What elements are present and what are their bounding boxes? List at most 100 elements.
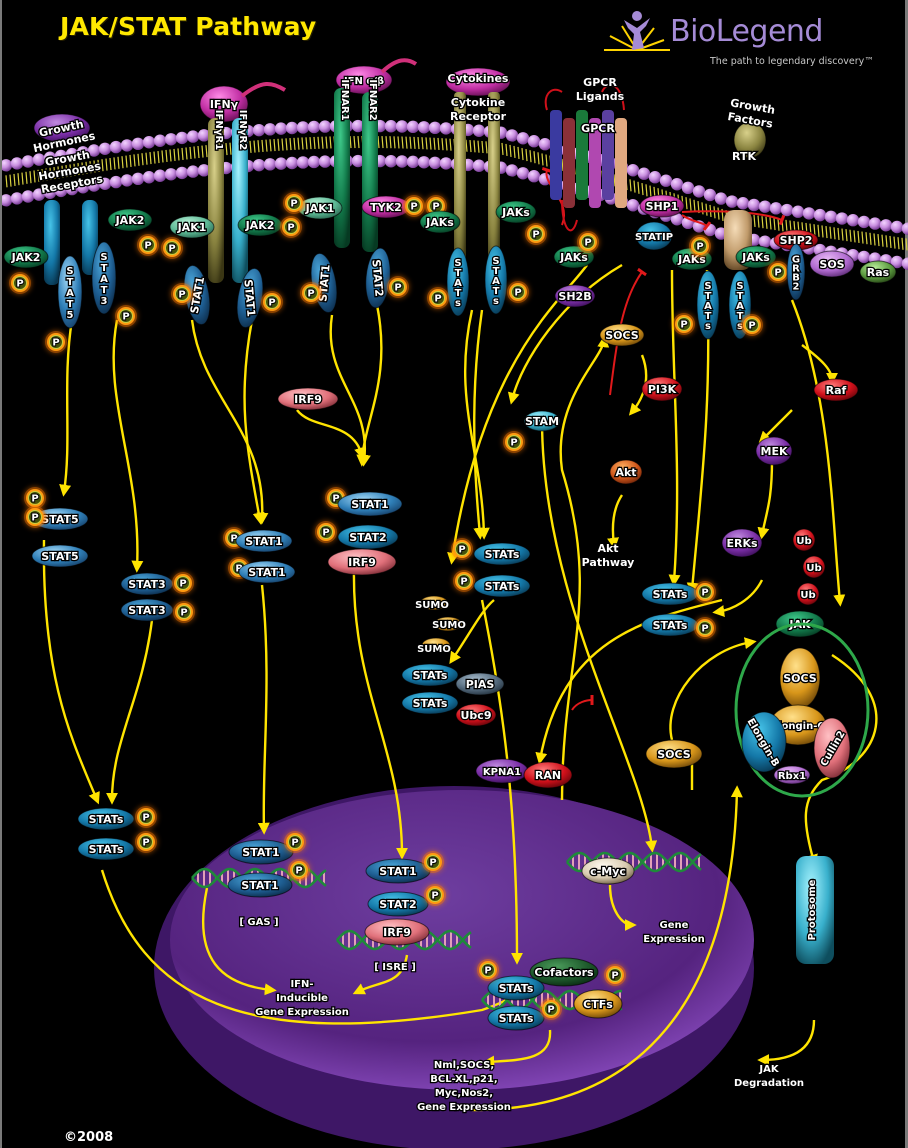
phosphate-label: P <box>696 242 703 253</box>
phosphate-group: P <box>283 192 305 214</box>
stats-right-2[interactable]: STATs <box>641 613 699 637</box>
ub-3[interactable]: Ub <box>796 582 820 606</box>
kpna1[interactable]: KPNA1 <box>475 758 529 784</box>
ub-2[interactable]: Ub <box>802 555 826 579</box>
stat1-dimer-1[interactable]: STAT1 <box>235 529 293 553</box>
stat3-dimer-1[interactable]: STAT3 <box>120 572 174 596</box>
mek[interactable]: MEK <box>755 436 793 466</box>
ctfs[interactable]: CTFs <box>573 989 623 1019</box>
cytokines-ligand[interactable] <box>445 67 511 97</box>
ifn-gamma-ligand[interactable]: IFNγ <box>199 85 249 123</box>
pi3k[interactable]: PI3K <box>641 376 683 402</box>
akt[interactable]: Akt <box>609 459 643 485</box>
stat3-dimer-2[interactable]: STAT3 <box>120 598 174 622</box>
jak2-b[interactable]: JAK2 <box>107 208 153 232</box>
socs-b-label: SOCS <box>657 748 691 761</box>
sumo-1[interactable] <box>419 595 449 611</box>
growth-hormone-ligand[interactable] <box>33 113 91 143</box>
stats-a-vertical[interactable]: STATs <box>446 247 470 317</box>
pias[interactable]: PIAS <box>455 672 505 696</box>
membrane-lipid-bead <box>747 198 761 212</box>
membrane-lipid-bead <box>758 200 772 213</box>
protosome-label: Protosome <box>806 878 820 942</box>
n-stat1-c[interactable]: STAT1 <box>365 858 431 884</box>
raf[interactable]: Raf <box>813 378 859 402</box>
stat1-dimer-2[interactable]: STAT1 <box>238 560 296 584</box>
ubc9[interactable]: Ubc9 <box>455 703 497 727</box>
c-myc[interactable]: c-Myc <box>581 857 635 885</box>
stat2-a[interactable]: STAT2 <box>363 247 392 309</box>
activation-arrow <box>559 335 610 801</box>
rbx1-label: Rbx1 <box>778 771 806 782</box>
shp2[interactable]: SHP2 <box>773 229 819 251</box>
sumo-3[interactable] <box>421 637 451 653</box>
statip[interactable]: STATIP <box>634 221 674 251</box>
socs-complex[interactable]: SOCS <box>779 647 821 709</box>
growth-factor-ligand[interactable] <box>733 121 767 159</box>
stats-dimer-1-label: STATs <box>485 548 520 561</box>
irf9-a[interactable]: IRF9 <box>277 387 339 411</box>
sos[interactable]: SOS <box>809 250 855 278</box>
ras[interactable]: Ras <box>859 260 897 284</box>
stats-right-1[interactable]: STATs <box>641 582 699 606</box>
ub-1[interactable]: Ub <box>792 528 816 552</box>
stats-left-1[interactable]: STATs <box>77 807 135 831</box>
ifn-ab-ligand[interactable]: IFN α/β <box>335 65 393 95</box>
shp1[interactable]: SHP1 <box>639 194 685 218</box>
sh2b[interactable]: SH2B <box>554 284 596 308</box>
elongin-b[interactable]: Elongin-B <box>741 711 787 773</box>
stats-sumo-2[interactable]: STATs <box>401 691 459 715</box>
sumo-2[interactable] <box>433 616 463 632</box>
socs-b[interactable]: SOCS <box>645 739 703 769</box>
stat3-vertical[interactable]: STAT3 <box>91 241 117 315</box>
jaks-a[interactable]: JAKs <box>419 210 461 234</box>
stats-c-vertical[interactable]: STATs <box>696 270 720 340</box>
cullin2[interactable]: Cullin2 <box>813 717 851 779</box>
jak2-a[interactable]: JAK2 <box>3 245 49 269</box>
rbx1[interactable]: Rbx1 <box>773 765 811 785</box>
jak-ubiquitinated[interactable]: JAK <box>775 610 825 638</box>
stats-sumo-2-label: STATs <box>413 697 448 710</box>
phosphate-label: P <box>429 858 436 869</box>
stat3-vertical-label: T <box>101 263 108 274</box>
membrane-lipid-bead <box>846 214 860 227</box>
tyk2-label: TYK2 <box>370 201 402 214</box>
stat5-dimer-1[interactable]: STAT5 <box>31 507 89 531</box>
socs-a[interactable]: SOCS <box>599 323 645 347</box>
stat5-vertical-label: 5 <box>67 310 74 321</box>
ifn-gamma-tail <box>240 82 287 98</box>
stat5-dimer-2[interactable]: STAT5 <box>31 544 89 568</box>
stats-b-vertical[interactable]: STATs <box>484 245 508 315</box>
stat5-vertical[interactable]: STAT5 <box>57 255 83 329</box>
jaks-b[interactable]: JAKs <box>495 200 537 224</box>
membrane-lipid-bead <box>417 156 431 169</box>
stat5-vertical-label: T <box>67 277 74 288</box>
n-stats-a[interactable]: STATs <box>487 975 545 1001</box>
stat1-b[interactable]: STAT1 <box>233 266 267 329</box>
n-irf9[interactable]: IRF9 <box>364 918 430 946</box>
n-stat1-a[interactable]: STAT1 <box>228 839 294 865</box>
stam[interactable]: STAM <box>523 410 561 432</box>
n-stats-b[interactable]: STATs <box>487 1005 545 1031</box>
n-stat2[interactable]: STAT2 <box>367 891 429 917</box>
stats-left-2[interactable]: STATs <box>77 837 135 861</box>
n-stat1-b[interactable]: STAT1 <box>227 872 293 898</box>
stats-dimer-1[interactable]: STATs <box>473 542 531 566</box>
isgf3-stat2[interactable]: STAT2 <box>337 524 399 550</box>
jak1-b[interactable]: JAK1 <box>297 196 343 220</box>
membrane-lipid-bead <box>87 144 101 157</box>
ran[interactable]: RAN <box>523 761 573 789</box>
jaks-e[interactable]: JAKs <box>735 245 777 269</box>
cofactors[interactable]: Cofactors <box>529 957 599 987</box>
stats-dimer-2[interactable]: STATs <box>473 574 531 598</box>
jak2-c[interactable]: JAK2 <box>237 213 283 237</box>
jak1-a[interactable]: JAK1 <box>169 215 215 239</box>
isgf3-stat1[interactable]: STAT1 <box>337 491 403 517</box>
isgf3-irf9[interactable]: IRF9 <box>327 548 397 576</box>
erks[interactable]: ERKs <box>721 528 763 558</box>
stats-left-2-label: STATs <box>89 843 124 856</box>
stats-sumo-1[interactable]: STATs <box>401 663 459 687</box>
tyk2[interactable]: TYK2 <box>361 195 411 219</box>
